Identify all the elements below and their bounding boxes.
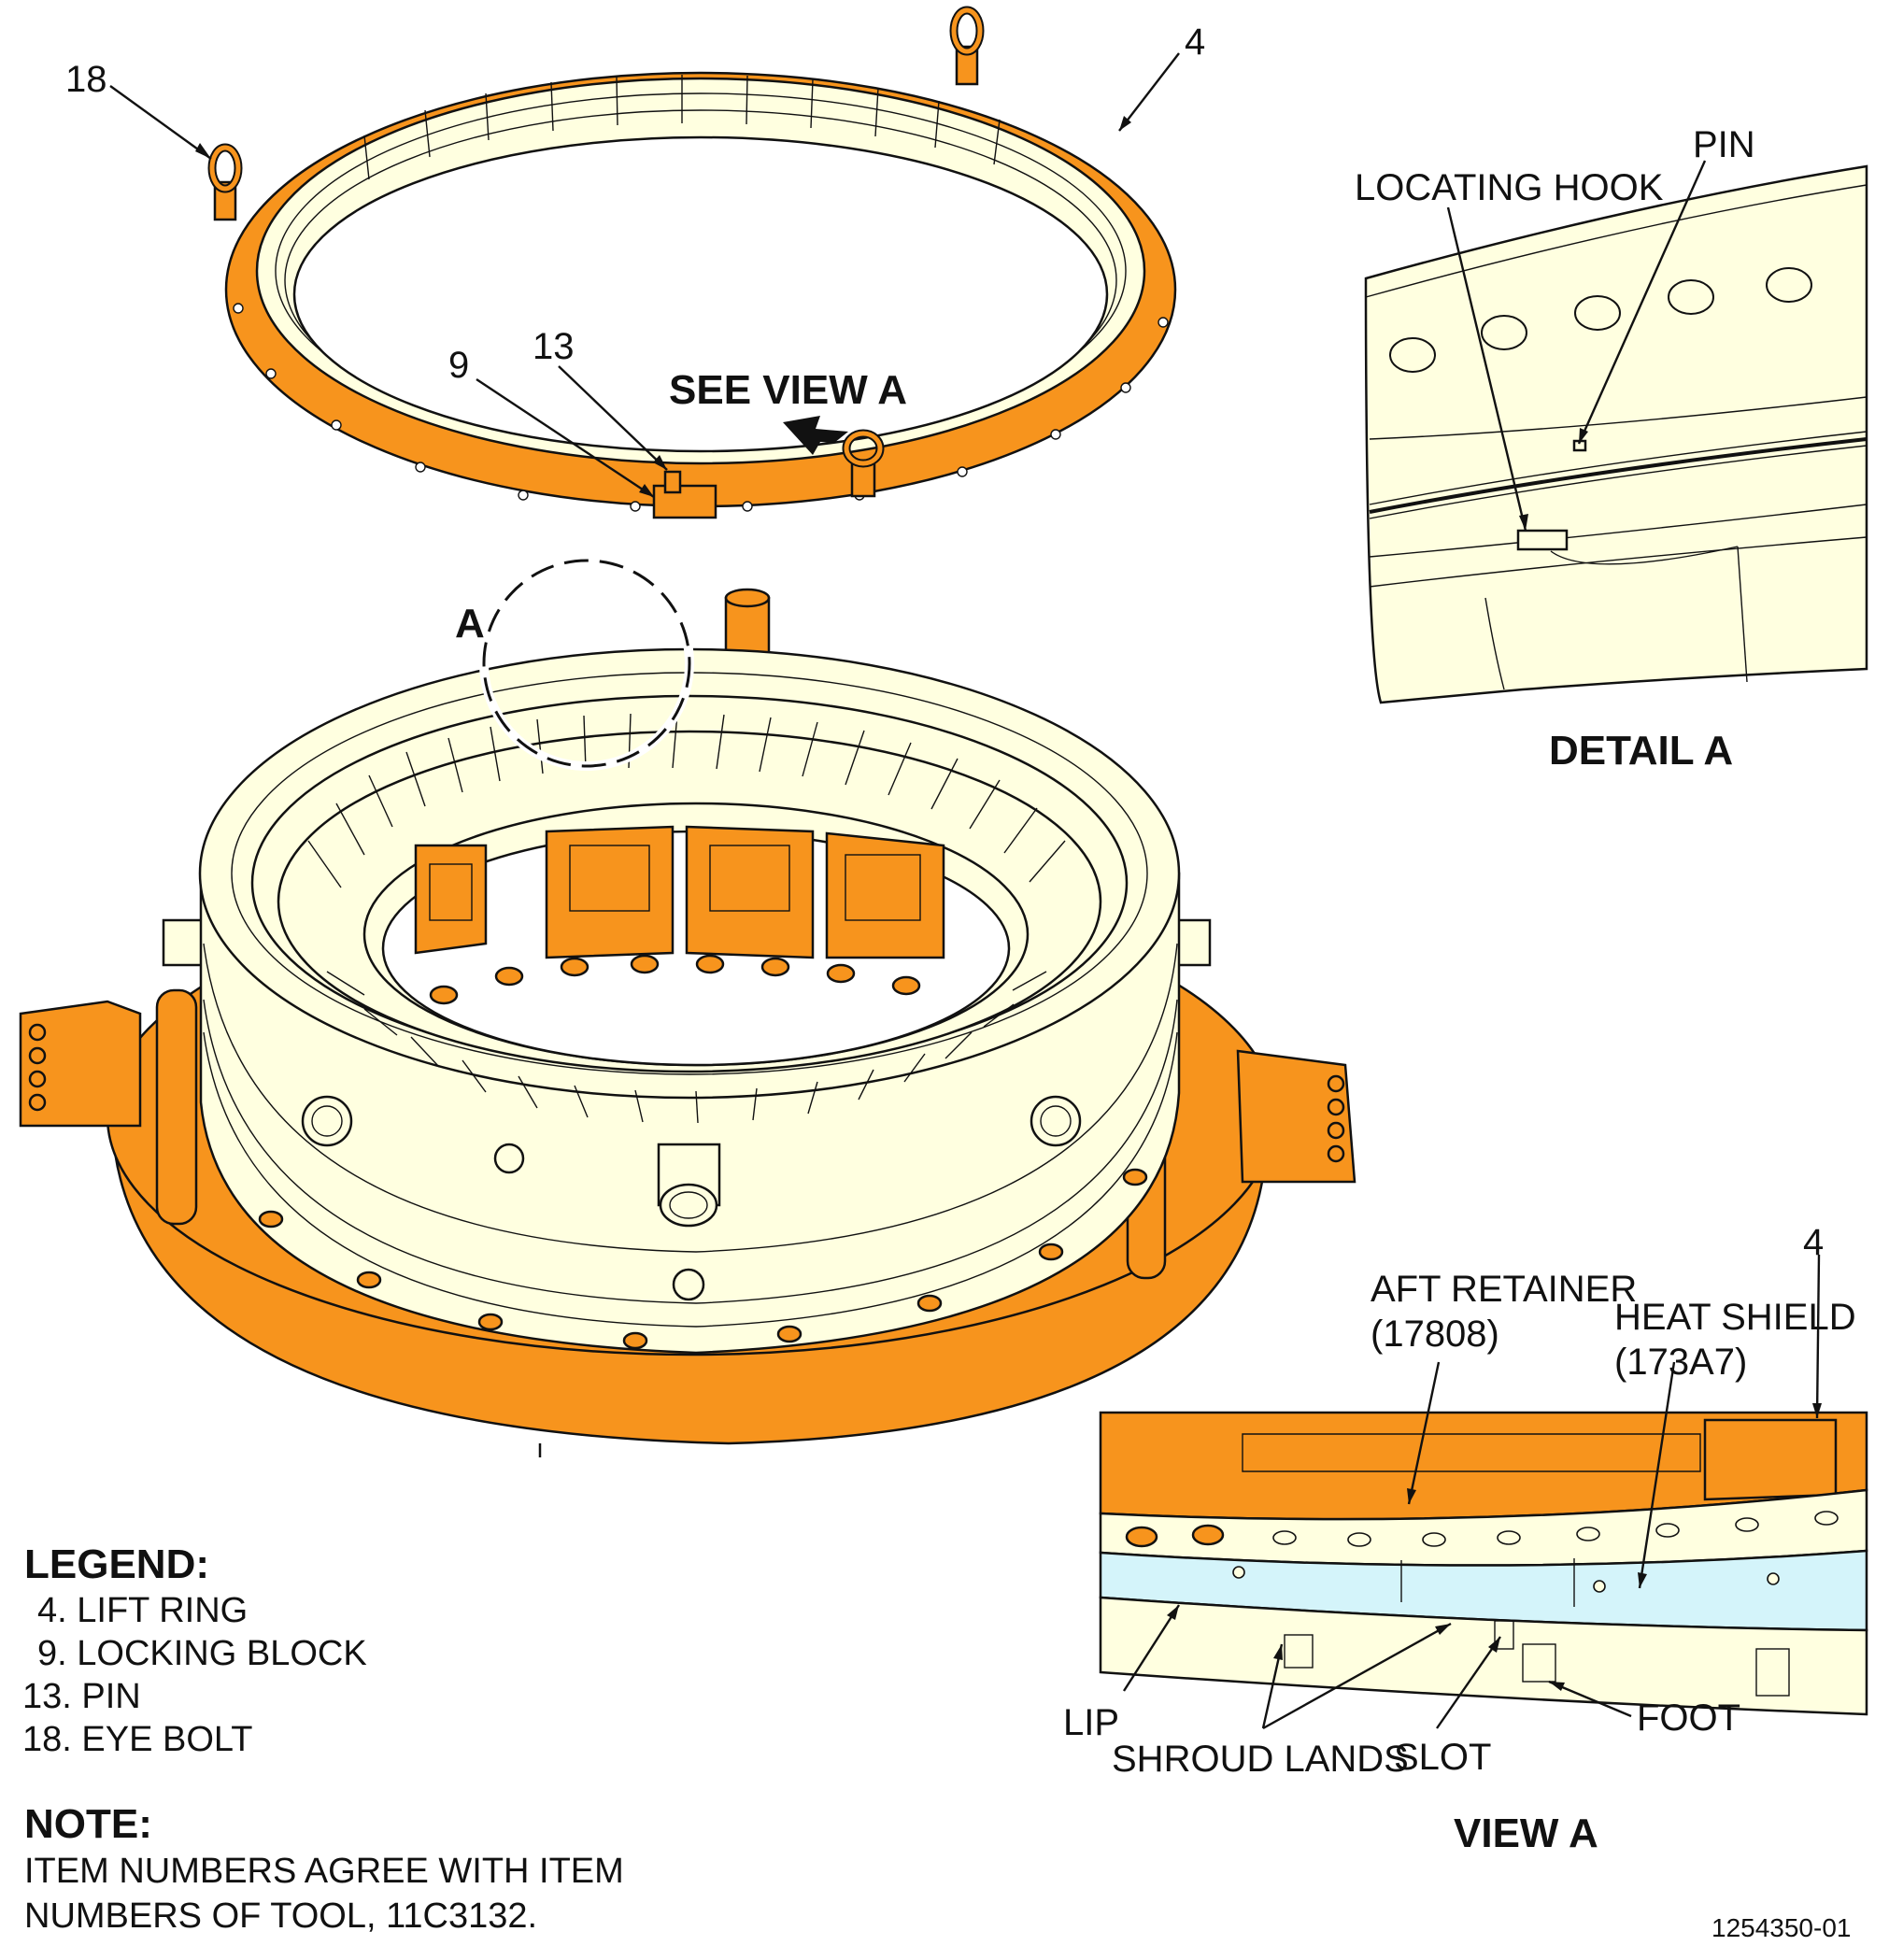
- view-a-bolts: [1125, 1524, 1225, 1548]
- base-assembly: [19, 556, 1356, 1457]
- heat-shield-part: (173A7): [1614, 1342, 1747, 1383]
- slot-label: SLOT: [1394, 1737, 1491, 1778]
- eye-bolt-left: [207, 143, 243, 221]
- side-block-left: [19, 1000, 142, 1128]
- side-block-right: [1236, 1049, 1356, 1184]
- ring-segments: [363, 75, 1001, 180]
- note-title: NOTE:: [24, 1801, 152, 1847]
- lip-label: LIP: [1063, 1702, 1119, 1743]
- eye-bolt-front: [842, 429, 885, 498]
- locating-hook-label: LOCATING HOOK: [1355, 167, 1664, 208]
- legend-item: 4. LIFT RING: [37, 1591, 249, 1630]
- foot-label: FOOT: [1637, 1697, 1740, 1739]
- inner-support-blocks: [414, 825, 945, 959]
- callout-9: 9: [448, 345, 469, 386]
- view-circle-label: A: [455, 601, 485, 646]
- legend-item: 13. PIN: [22, 1677, 141, 1716]
- view-a-drawing: [1099, 1254, 1868, 1730]
- see-view-a-label: SEE VIEW A: [669, 367, 907, 413]
- see-view-a-arrow: [783, 416, 848, 455]
- note-line: ITEM NUMBERS AGREE WITH ITEM: [24, 1852, 624, 1891]
- vanes: [307, 713, 1066, 1124]
- aft-retainer-part: (17808): [1371, 1314, 1499, 1355]
- view-a-circle: [482, 559, 691, 768]
- pin-label: PIN: [1693, 124, 1755, 165]
- pin: [663, 470, 682, 494]
- post-left: [155, 988, 198, 1226]
- shroud-lands-label: SHROUD LANDS: [1112, 1739, 1409, 1780]
- legend-item: 9. LOCKING BLOCK: [37, 1634, 367, 1673]
- eye-bolt-right: [949, 6, 985, 86]
- view-a-title: VIEW A: [1454, 1811, 1598, 1856]
- callout-18: 18: [65, 59, 107, 100]
- figure-id: 1254350-01: [1711, 1913, 1852, 1942]
- heat-shield-label: HEAT SHIELD: [1614, 1297, 1856, 1338]
- svg-labels: 18 4 9 13 SEE VIEW A A LOCATING HOOK PIN…: [65, 21, 1856, 1856]
- aft-retainer-label: AFT RETAINER: [1371, 1269, 1637, 1310]
- body-bosses: [301, 1095, 1082, 1301]
- locating-hook-shape: [1516, 529, 1569, 551]
- view-a-callout-4: 4: [1803, 1222, 1824, 1263]
- view-a-holes: [1232, 1511, 1839, 1593]
- base-bolts: [258, 1168, 1148, 1350]
- lift-ring: [207, 6, 1177, 519]
- main-leaders: [109, 52, 1180, 499]
- legend-item: 18. EYE BOLT: [22, 1720, 253, 1759]
- callout-13: 13: [533, 326, 575, 367]
- detail-holes: [1389, 267, 1812, 373]
- inner-bolts: [429, 954, 921, 1005]
- note-line: NUMBERS OF TOOL, 11C3132.: [24, 1896, 538, 1936]
- callout-4-top: 4: [1185, 21, 1205, 63]
- locking-block: [652, 484, 717, 519]
- legend-title: LEGEND:: [24, 1541, 209, 1587]
- detail-a-drawing: [1364, 160, 1868, 704]
- detail-a-title: DETAIL A: [1549, 728, 1733, 774]
